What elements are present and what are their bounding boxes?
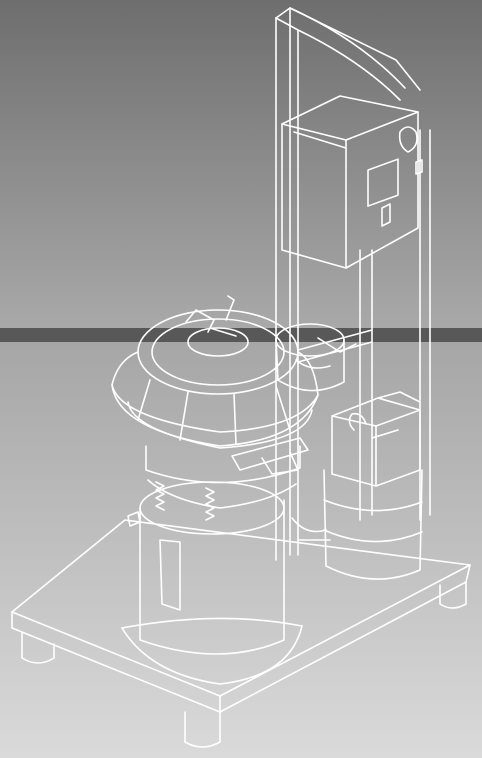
base-plate — [11, 519, 471, 748]
background-dark-band — [0, 328, 482, 342]
vibratory-bowl-feeder — [111, 295, 319, 685]
hopper-container — [291, 391, 423, 580]
background-lower-gradient — [0, 342, 482, 758]
background-upper-gradient — [0, 0, 482, 328]
secondary-bowl — [275, 323, 357, 392]
control-cabinet — [281, 95, 423, 269]
support-frame — [275, 7, 431, 561]
